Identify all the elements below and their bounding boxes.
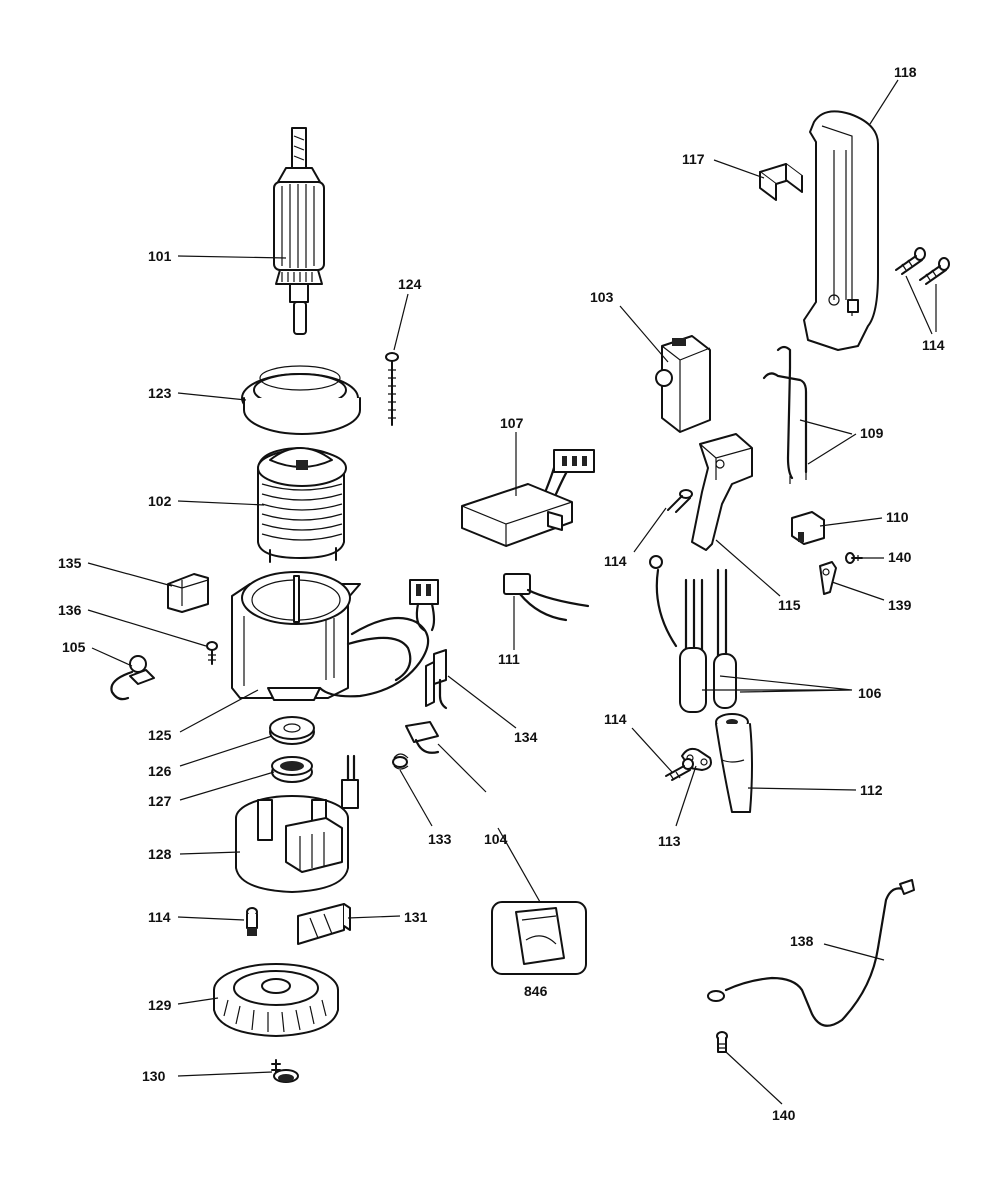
label-114-a: 114 <box>148 909 171 925</box>
fan-129 <box>213 963 339 1037</box>
label-118: 118 <box>894 64 917 80</box>
label-102: 102 <box>148 493 172 509</box>
motor-housing-125 <box>231 571 439 701</box>
screw-136 <box>206 641 218 665</box>
handle-118 <box>803 110 879 351</box>
label-114-d: 114 <box>604 711 627 727</box>
long-screw-124 <box>385 352 399 426</box>
brush-holder-128 <box>235 754 359 893</box>
terminal-134 <box>425 649 448 710</box>
brush-assembly-105 <box>110 655 155 701</box>
baffle-ring-123 <box>241 365 361 435</box>
label-139: 139 <box>888 597 912 613</box>
ground-lead-138 <box>707 879 915 1027</box>
cords-106 <box>649 555 737 713</box>
screw-114-lower <box>246 907 258 936</box>
switch-103 <box>655 335 711 433</box>
label-140-a: 140 <box>888 549 912 565</box>
label-117: 117 <box>682 151 705 167</box>
electronic-module-107 <box>461 449 595 547</box>
label-133: 133 <box>428 831 452 847</box>
carbon-brush-104 <box>405 721 440 754</box>
label-138: 138 <box>790 933 814 949</box>
label-129: 129 <box>148 997 172 1013</box>
clip-cover-131 <box>297 903 351 945</box>
label-115: 115 <box>778 597 801 613</box>
terminal-139 <box>819 561 837 595</box>
label-135: 135 <box>58 555 82 571</box>
label-125: 125 <box>148 727 172 743</box>
label-106: 106 <box>858 685 882 701</box>
screw-130 <box>271 1059 299 1083</box>
label-105: 105 <box>62 639 86 655</box>
label-123: 123 <box>148 385 172 401</box>
label-109: 109 <box>860 425 884 441</box>
switch-bracket-115 <box>691 433 753 551</box>
label-128: 128 <box>148 846 172 862</box>
label-127: 127 <box>148 793 172 809</box>
leads-109 <box>762 345 808 484</box>
label-103: 103 <box>590 289 614 305</box>
clip-117 <box>759 163 803 201</box>
cord-guard-112 <box>715 713 753 813</box>
label-101: 101 <box>148 248 172 264</box>
label-113: 113 <box>658 833 681 849</box>
screw-114-pair <box>895 247 950 285</box>
kit-bag-846 <box>491 901 587 975</box>
label-126: 126 <box>148 763 172 779</box>
screw-114-clamp <box>665 758 694 781</box>
label-114-c: 114 <box>922 337 945 353</box>
label-140-b: 140 <box>772 1107 796 1123</box>
label-107: 107 <box>500 415 524 431</box>
label-130: 130 <box>142 1068 166 1084</box>
screw-114-mid <box>667 489 693 513</box>
capacitor-111 <box>503 573 590 622</box>
label-110: 110 <box>886 509 909 525</box>
bearing-126 <box>269 716 315 745</box>
armature-101 <box>273 127 325 335</box>
label-136: 136 <box>58 602 82 618</box>
bearing-sleeve-127 <box>271 756 313 783</box>
label-112: 112 <box>860 782 883 798</box>
label-131: 131 <box>404 909 428 925</box>
label-846: 846 <box>524 983 548 999</box>
label-134: 134 <box>514 729 538 745</box>
field-stator-102 <box>257 447 347 563</box>
screw-140-upper <box>845 552 863 564</box>
screw-140-lower <box>716 1031 728 1053</box>
clip-135 <box>167 573 209 613</box>
label-111: 111 <box>498 651 520 667</box>
label-114-b: 114 <box>604 553 627 569</box>
label-124: 124 <box>398 276 422 292</box>
spring-133 <box>392 753 409 770</box>
connector-110 <box>791 511 825 545</box>
